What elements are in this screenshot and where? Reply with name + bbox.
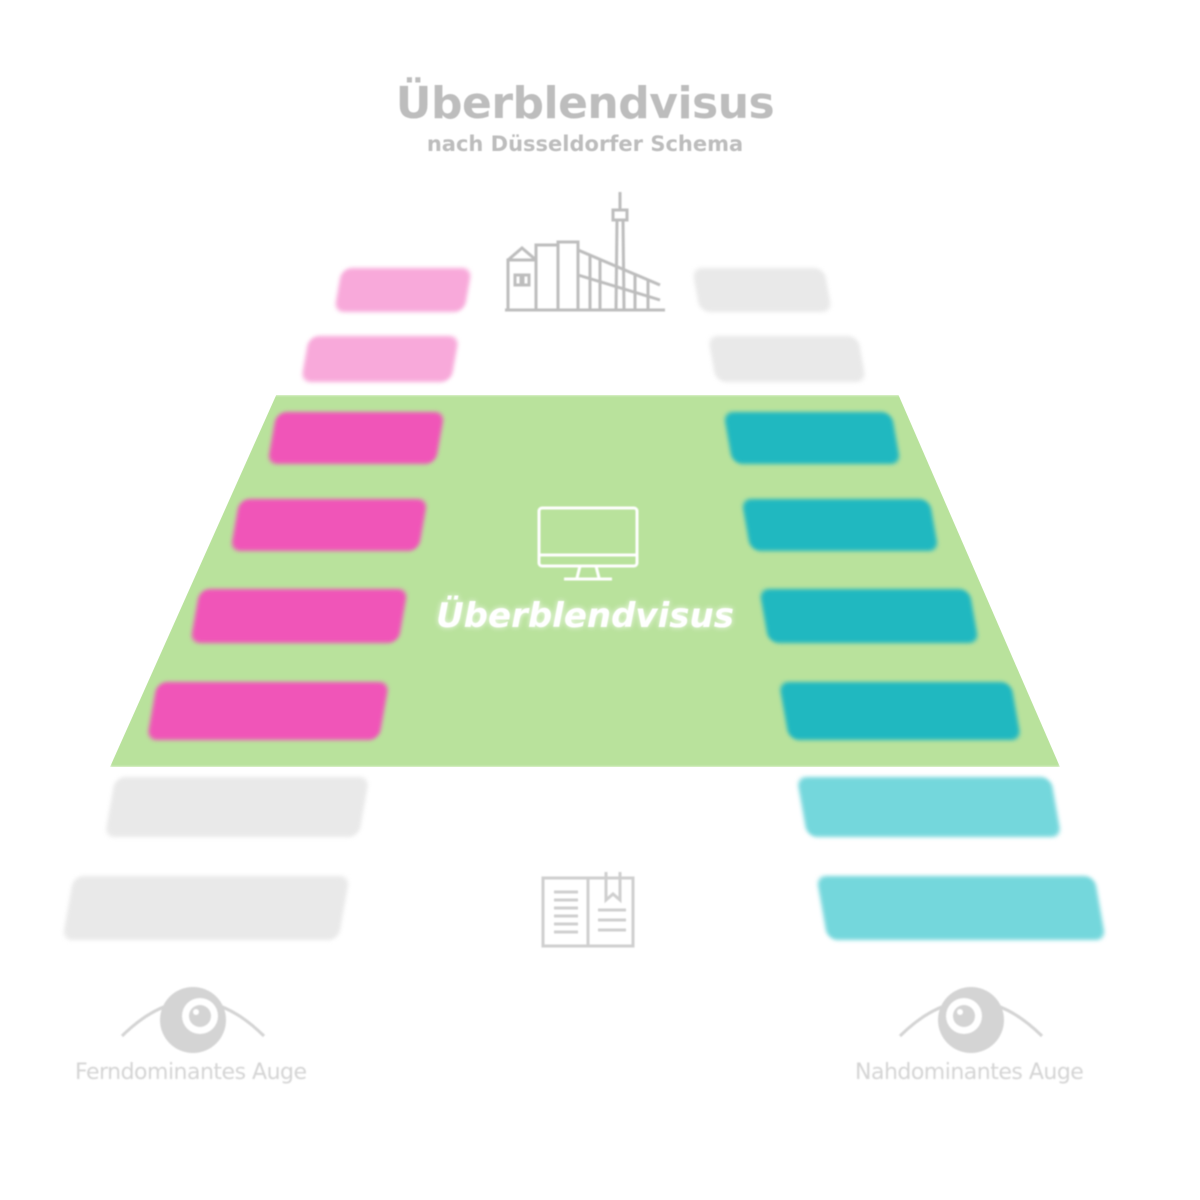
left-bar-7 — [104, 777, 370, 837]
duesseldorf-skyline-icon — [505, 192, 665, 312]
left-bar-2 — [300, 336, 460, 382]
center-label: Überblendvisus — [436, 596, 734, 636]
right-bar-5 — [759, 589, 979, 643]
right-bar-7 — [796, 777, 1062, 837]
eye-icon — [898, 987, 1044, 1053]
eye-label-right: Nahdominantes Auge — [855, 1060, 1084, 1085]
page-subtitle: nach Düsseldorfer Schema — [426, 132, 744, 156]
left-bar-6 — [146, 682, 390, 740]
right-bar-4 — [741, 499, 939, 551]
right-bar-6 — [778, 682, 1022, 740]
left-bar-3 — [267, 412, 445, 464]
right-bar-2 — [707, 336, 867, 382]
right-bar-3 — [723, 412, 901, 464]
monitor-icon — [537, 506, 639, 581]
left-bar-8 — [62, 876, 350, 940]
left-bar-4 — [230, 499, 428, 551]
page-title: Überblendvisus — [395, 78, 775, 129]
eye-icon — [120, 987, 266, 1053]
right-bar-8 — [816, 876, 1106, 940]
book-icon — [541, 872, 635, 948]
left-bar-1 — [334, 268, 472, 312]
right-bar-1 — [692, 268, 832, 312]
left-bar-5 — [190, 589, 408, 643]
eye-label-left: Ferndominantes Auge — [75, 1060, 307, 1085]
